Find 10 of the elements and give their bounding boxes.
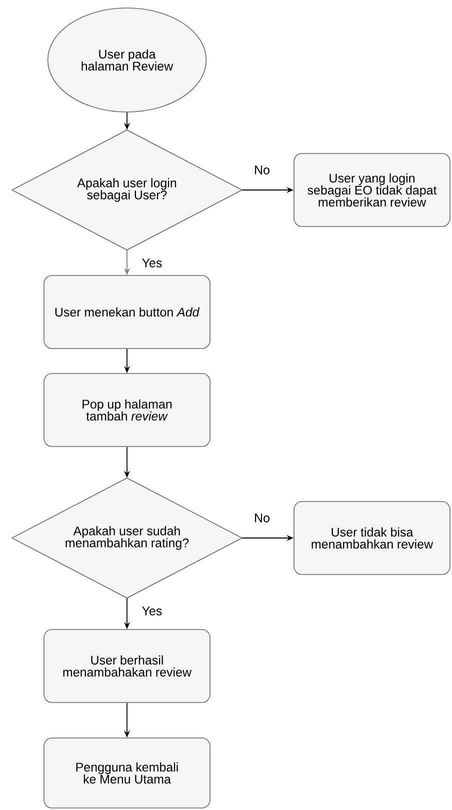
edge-label: No xyxy=(253,164,271,176)
edge-label: Yes xyxy=(140,258,164,268)
process-box: User tidak bisa menambahkan review xyxy=(294,501,450,575)
edge-label: Yes xyxy=(140,606,164,616)
process-box: User menekan button Add xyxy=(44,275,210,349)
edge-label: No xyxy=(253,512,271,524)
process-box: Pop up halaman tambah review xyxy=(44,373,210,447)
process-box: Pengguna kembali ke Menu Utama xyxy=(44,738,210,808)
process-box: User yang login sebagai EO tidak dapat memberikan review xyxy=(294,153,450,227)
process-box: User berhasil menambahakan review xyxy=(44,629,210,703)
